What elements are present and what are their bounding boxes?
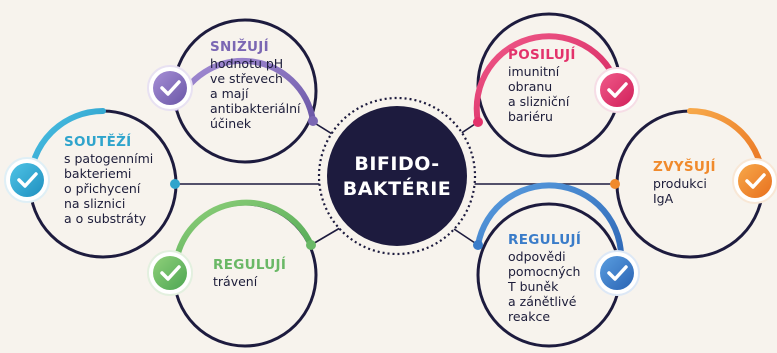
body-soutezi: s patogenními bakteriemi o přichycení na… <box>64 151 154 226</box>
label-reguluji-odpovedi: REGULUJÍ odpovědi pomocných T buněk a zá… <box>508 232 582 325</box>
body-snizuji: hodnotu pH ve střevech a mají antibakter… <box>210 56 301 131</box>
label-snizuji: SNIŽUJÍ hodnotu pH ve střevech a mají an… <box>210 39 301 132</box>
body-reguluji-traveni: trávení <box>213 274 258 289</box>
label-soutezi: SOUTĚŽÍ s patogenními bakteriemi o přich… <box>64 134 154 227</box>
body-zvysuji: produkci IgA <box>653 176 707 206</box>
title-soutezi: SOUTĚŽÍ <box>64 134 132 150</box>
connector-lines <box>175 121 615 246</box>
label-zvysuji: ZVYŠUJÍ produkci IgA <box>653 159 716 207</box>
node-reguluji-odpovedi <box>473 182 640 348</box>
center-node <box>317 96 477 256</box>
check-icon <box>594 67 640 113</box>
node-zvysuji <box>610 108 777 259</box>
check-icon <box>147 250 193 296</box>
node-soutezi <box>4 108 180 259</box>
center-label: BIFIDO- BAKTÉRIE <box>342 153 452 200</box>
check-icon <box>4 157 50 203</box>
title-zvysuji: ZVYŠUJÍ <box>653 159 716 175</box>
title-snizuji: SNIŽUJÍ <box>210 39 269 55</box>
label-reguluji-traveni: REGULUJÍ trávení <box>213 257 287 290</box>
title-reguluji-traveni: REGULUJÍ <box>213 257 287 273</box>
check-icon <box>732 158 777 204</box>
label-posiluji: POSILUJÍ imunitní obranu a slizniční bar… <box>508 47 576 125</box>
check-icon <box>594 250 640 296</box>
body-reguluji-odpovedi: odpovědi pomocných T buněk a zánětlivé r… <box>508 249 581 324</box>
body-posiluji: imunitní obranu a slizniční bariéru <box>508 64 570 124</box>
title-reguluji-odpovedi: REGULUJÍ <box>508 232 582 248</box>
check-icon <box>147 65 193 111</box>
node-reguluji-traveni <box>147 199 318 348</box>
node-snizuji <box>147 18 318 164</box>
title-posiluji: POSILUJÍ <box>508 47 576 63</box>
node-posiluji <box>473 12 640 158</box>
